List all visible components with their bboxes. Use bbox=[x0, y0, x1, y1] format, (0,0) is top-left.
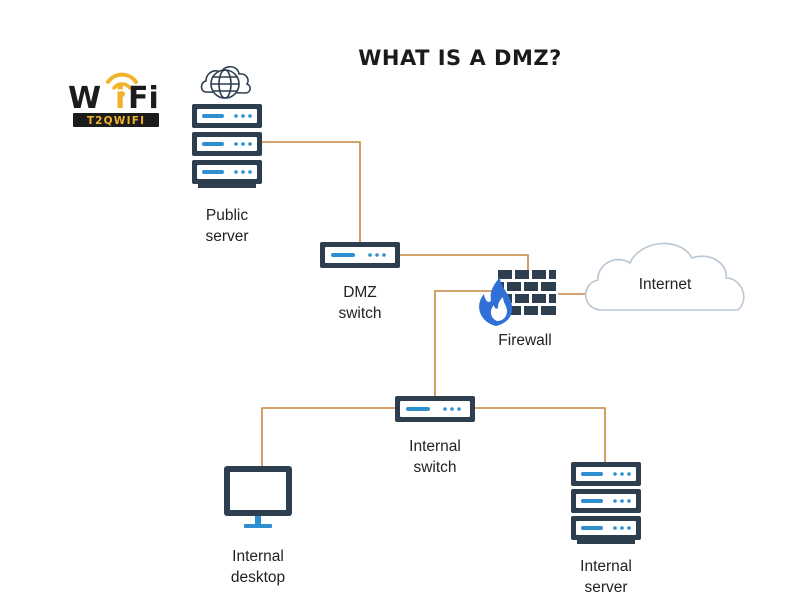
public-server-label-line2: server bbox=[205, 228, 249, 245]
internet-label: Internet bbox=[615, 274, 715, 295]
server-unit bbox=[571, 489, 641, 513]
internal-switch-label: Internal switch bbox=[388, 436, 482, 478]
internal-server-label-line2: server bbox=[584, 579, 628, 596]
cloud-icon bbox=[584, 242, 745, 311]
public-server-label-line1: Public bbox=[205, 207, 249, 224]
internal-desktop-label: Internal desktop bbox=[208, 546, 308, 588]
page-title: WHAT IS A DMZ? bbox=[358, 46, 562, 70]
logo-tagline-bar bbox=[73, 113, 159, 127]
logo-fi: Fi bbox=[128, 81, 159, 116]
brand-logo: W i Fi T2QWIFI bbox=[68, 72, 159, 127]
internet-label-line1: Internet bbox=[638, 276, 692, 293]
firewall-label: Firewall bbox=[480, 330, 570, 351]
internal-desktop-label-line1: Internal bbox=[232, 548, 284, 565]
logo-w: W bbox=[68, 81, 101, 116]
internal-switch-icon bbox=[395, 396, 475, 422]
wifi-signal-arc-outer bbox=[106, 72, 138, 84]
internal-server-icon bbox=[571, 462, 641, 544]
link-internal-switch-desktop bbox=[261, 407, 395, 466]
firewall-label-line1: Firewall bbox=[498, 332, 552, 349]
server-unit bbox=[571, 516, 641, 540]
link-internal-switch-server bbox=[475, 407, 606, 462]
wifi-signal-arc-inner bbox=[112, 82, 132, 90]
link-public-server-dmz-switch bbox=[262, 141, 361, 243]
link-dmz-switch-firewall bbox=[398, 254, 529, 272]
internal-switch-label-line2: switch bbox=[413, 459, 457, 476]
wifi-signal-dot bbox=[119, 91, 125, 97]
globe-icon bbox=[200, 65, 251, 99]
public-server-label: Public server bbox=[182, 205, 272, 247]
internal-desktop-label-line2: desktop bbox=[230, 569, 286, 586]
firewall-icon bbox=[479, 270, 556, 326]
server-unit bbox=[192, 132, 262, 156]
internal-server-label-line1: Internal bbox=[580, 558, 632, 575]
logo-tagline: T2QWIFI bbox=[87, 115, 145, 127]
connections bbox=[261, 141, 606, 466]
link-firewall-internal-switch bbox=[434, 290, 500, 396]
dmz-switch-icon bbox=[320, 242, 400, 268]
server-unit bbox=[571, 462, 641, 486]
monitor-icon bbox=[224, 466, 292, 528]
internal-switch-label-line1: Internal bbox=[409, 438, 461, 455]
server-unit bbox=[192, 104, 262, 128]
dmz-switch-label-line1: DMZ bbox=[343, 284, 377, 301]
logo-i: i bbox=[115, 81, 125, 116]
public-server-icon bbox=[192, 104, 262, 188]
internal-server-label: Internal server bbox=[556, 556, 656, 598]
dmz-switch-label: DMZ switch bbox=[315, 282, 405, 324]
server-unit bbox=[192, 160, 262, 184]
dmz-switch-label-line2: switch bbox=[338, 305, 382, 322]
